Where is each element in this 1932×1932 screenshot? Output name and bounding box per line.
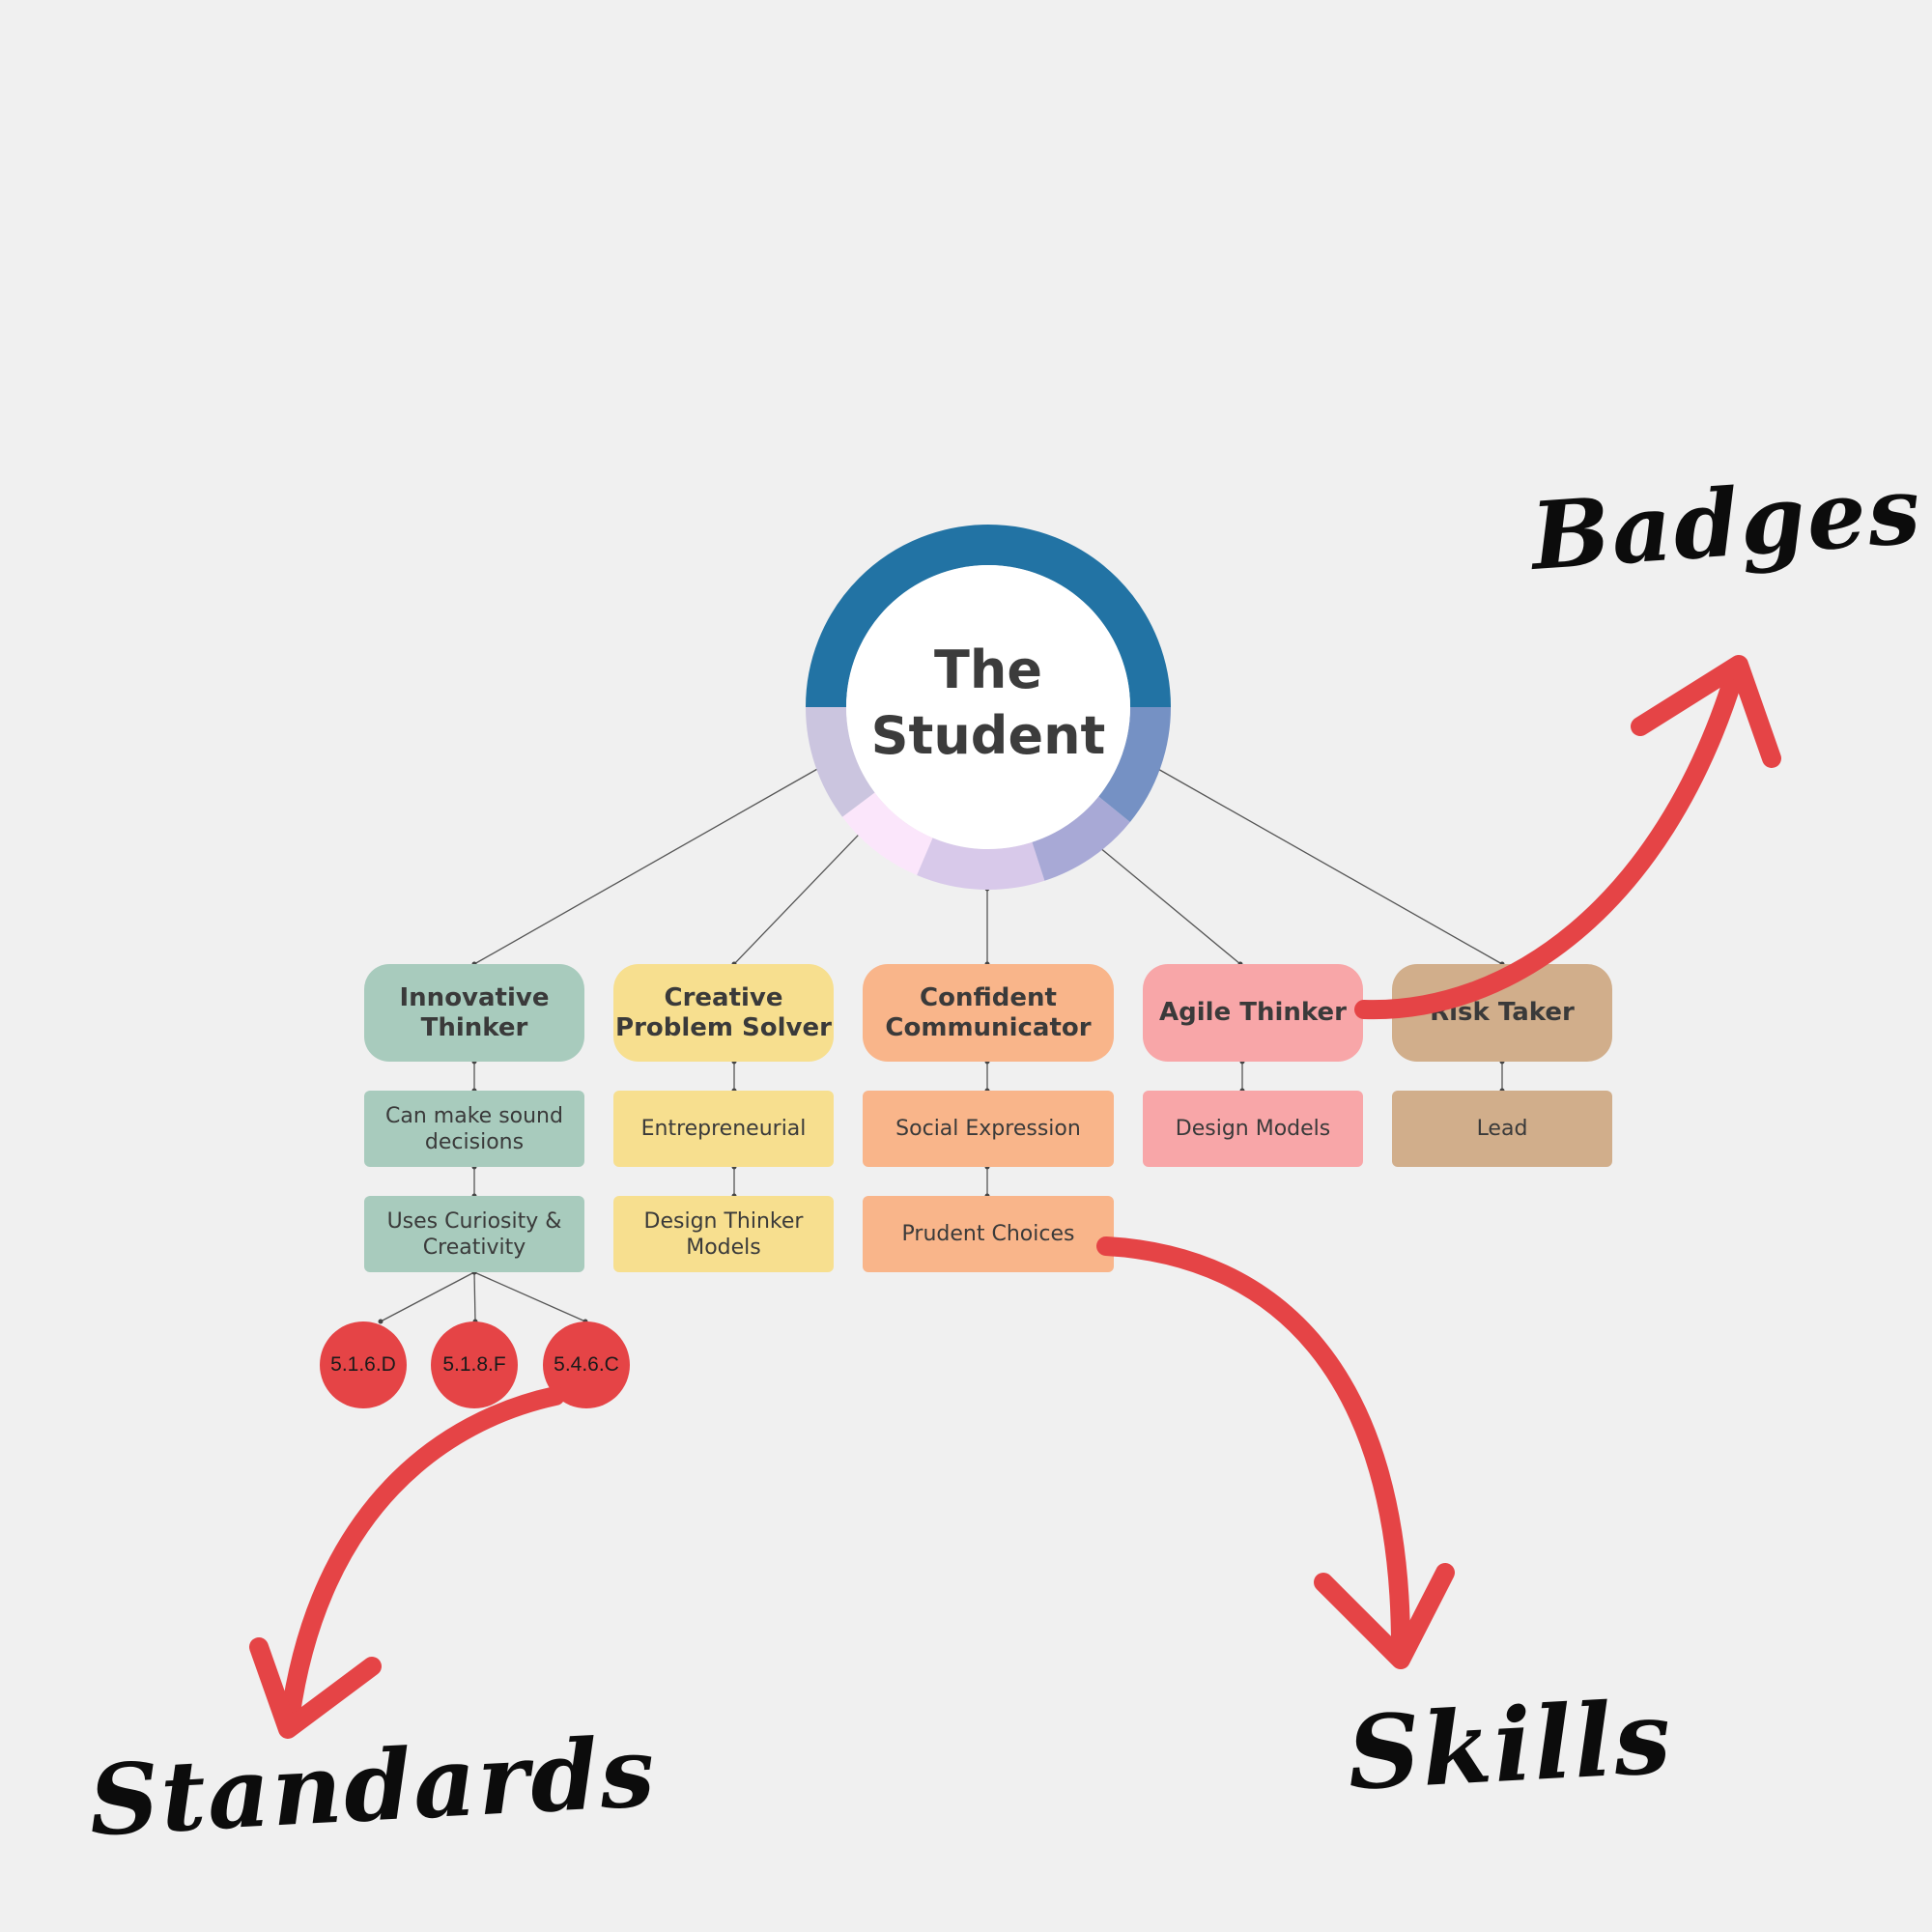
skill-label: Can make sound decisions [385, 1103, 563, 1154]
ring-segment-1 [806, 706, 875, 817]
skill-social-expression[interactable]: Social Expression [863, 1091, 1114, 1167]
connector-dot [378, 1319, 384, 1324]
skill-label: Social Expression [895, 1117, 1081, 1141]
skill-label: Design Thinker Models [643, 1208, 804, 1260]
category-label: Innovative Thinker [399, 982, 550, 1042]
center-line-2: Student [870, 705, 1106, 766]
student-node[interactable] [846, 565, 1130, 849]
skill-label: Prudent Choices [901, 1222, 1075, 1246]
center-node-label: The Student [843, 626, 1133, 781]
skills-label: Skills [1345, 1677, 1676, 1813]
skill-label: Uses Curiosity & Creativity [386, 1208, 562, 1260]
skill-curiosity-creativity[interactable]: Uses Curiosity & Creativity [364, 1196, 584, 1272]
connector-line [473, 767, 820, 965]
connector-line [473, 1271, 476, 1322]
connector-line [733, 812, 880, 965]
skill-prudent-choices[interactable]: Prudent Choices [863, 1196, 1114, 1272]
standard-code: 5.1.6.D [330, 1353, 396, 1376]
arrow-to-badges [1354, 655, 1781, 1020]
category-label: Creative Problem Solver [615, 982, 832, 1042]
skill-design-models[interactable]: Design Models [1143, 1091, 1363, 1167]
standard-code: 5.1.8.F [442, 1353, 506, 1376]
category-creative-problem-solver[interactable]: Creative Problem Solver [613, 964, 834, 1062]
connector-line [1155, 767, 1503, 965]
skill-label: Lead [1476, 1117, 1528, 1141]
skill-lead[interactable]: Lead [1392, 1091, 1612, 1167]
skill-entrepreneurial[interactable]: Entrepreneurial [613, 1091, 834, 1167]
category-innovative-thinker[interactable]: Innovative Thinker [364, 964, 584, 1062]
ring-segment-3 [917, 838, 1045, 890]
skill-design-thinker-models[interactable]: Design Thinker Models [613, 1196, 834, 1272]
category-label: Agile Thinker [1159, 998, 1347, 1027]
ring-segment-top [806, 525, 1171, 708]
category-agile-thinker[interactable]: Agile Thinker [1143, 964, 1363, 1062]
skill-label: Entrepreneurial [640, 1117, 807, 1141]
arrow-to-skills [1096, 1236, 1455, 1669]
standard-circle[interactable]: 5.1.6.D [320, 1321, 407, 1408]
standard-circle[interactable]: 5.1.8.F [431, 1321, 518, 1408]
standard-code: 5.4.6.C [554, 1353, 619, 1376]
arrow-to-standards [249, 1386, 565, 1739]
ring-segment-2 [842, 792, 934, 875]
ring-segment-5 [1097, 706, 1171, 822]
connector-line [1098, 846, 1241, 965]
category-confident-communicator[interactable]: Confident Communicator [863, 964, 1114, 1062]
category-label: Confident Communicator [885, 982, 1092, 1042]
connector-line [473, 1271, 586, 1322]
skill-label: Design Models [1175, 1117, 1331, 1141]
connector-line [380, 1271, 475, 1322]
skill-sound-decisions[interactable]: Can make sound decisions [364, 1091, 584, 1167]
center-line-1: The [934, 639, 1042, 700]
ring-segment-4 [1031, 796, 1130, 881]
